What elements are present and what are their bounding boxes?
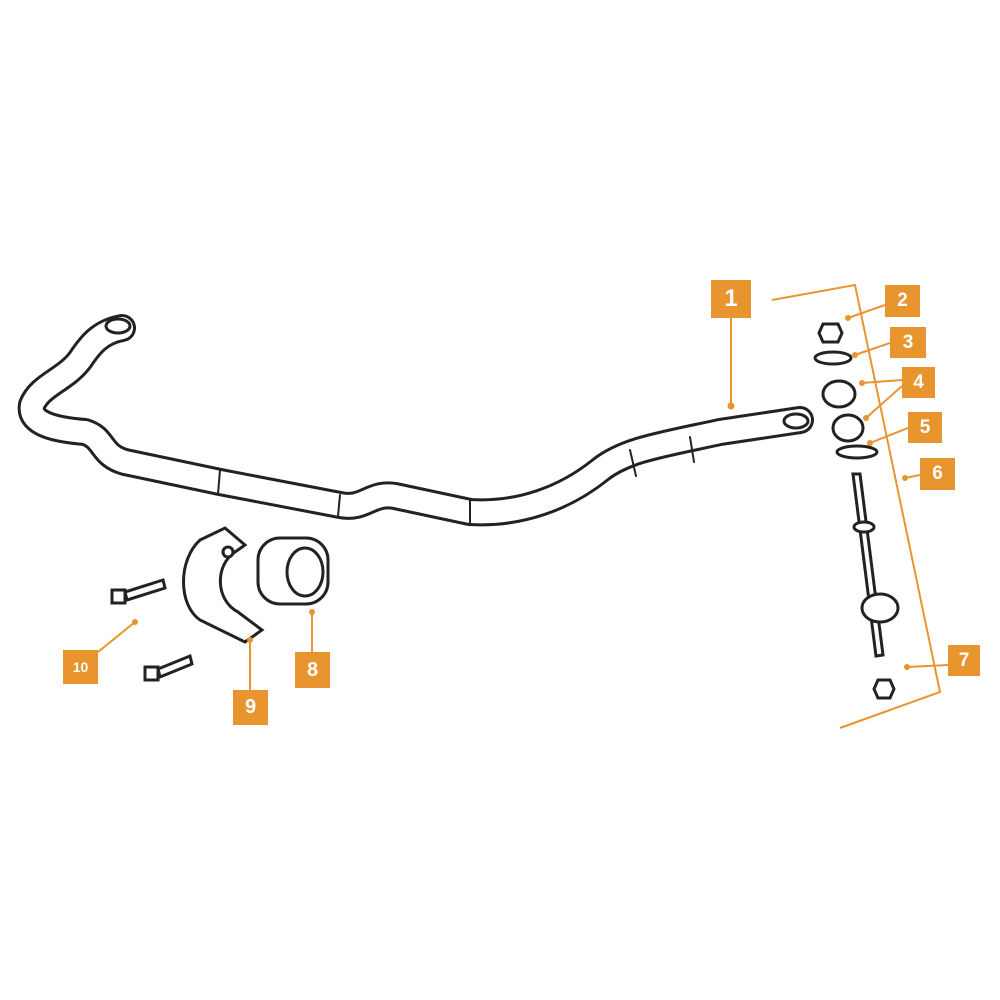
- callout-3: 3: [890, 327, 926, 358]
- clamp: [182, 526, 265, 644]
- leader-dots: [132, 315, 910, 670]
- nut-lower: [872, 678, 896, 700]
- callout-7: 7: [948, 645, 980, 676]
- mount-parts: [110, 526, 330, 682]
- callout-10: 10: [63, 650, 98, 684]
- retainer-lower: [835, 444, 879, 460]
- leader-lines: [97, 283, 949, 729]
- callout-9: 9: [233, 690, 268, 725]
- callout-2: 2: [885, 285, 920, 317]
- bolt-upper: [110, 578, 167, 605]
- bushing-upper: [821, 379, 857, 409]
- stabilizer-bar: [17, 314, 814, 527]
- callout-5: 5: [908, 412, 942, 443]
- callout-6: 6: [920, 458, 955, 490]
- callout-1: 1: [711, 280, 751, 318]
- bushing-lower: [831, 413, 865, 443]
- callout-8: 8: [295, 652, 330, 688]
- retainer-upper: [813, 350, 853, 366]
- link-ball-joint: [860, 592, 900, 624]
- nut-upper: [817, 322, 844, 344]
- end-link-parts: [813, 322, 900, 700]
- link-rod: [851, 472, 885, 658]
- callout-4: 4: [902, 367, 935, 398]
- bolt-lower: [143, 653, 194, 682]
